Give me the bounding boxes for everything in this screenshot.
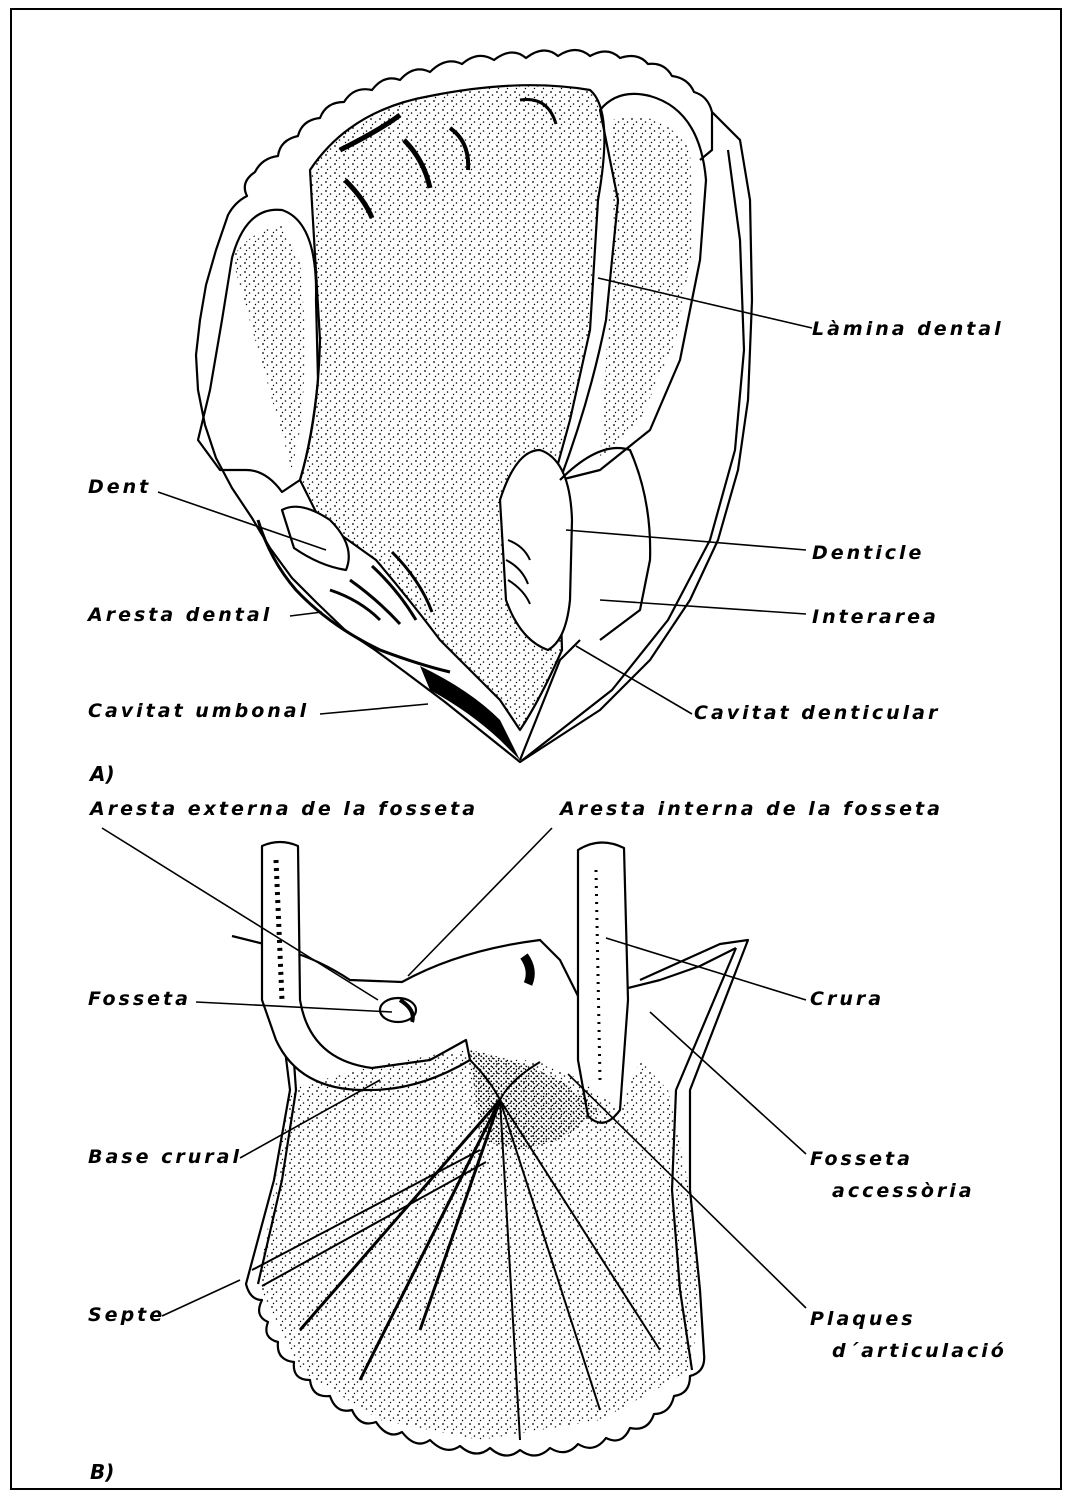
label-dent: Dent: [88, 478, 151, 497]
leader-cavitat-umbonal: [320, 704, 428, 714]
label-aresta-dental: Aresta dental: [88, 606, 272, 625]
leader-crura: [606, 938, 806, 1000]
leader-aresta-externa: [102, 828, 378, 1000]
label-plaques-line2: d´articulació: [832, 1342, 1007, 1361]
right-crus: [578, 842, 628, 1122]
label-aresta-externa: Aresta externa de la fosseta: [90, 800, 478, 819]
label-lamina-dental: Làmina dental: [812, 320, 1004, 339]
cardinal-plate: [286, 940, 736, 1000]
left-crus: [262, 842, 470, 1090]
label-interarea: Interarea: [812, 608, 939, 627]
label-fosseta: Fosseta: [88, 990, 191, 1009]
label-base-crural: Base crural: [88, 1148, 242, 1167]
panel-a-label: A): [90, 764, 115, 784]
label-fosseta-accessoria-line2: accessòria: [832, 1182, 975, 1201]
label-plaques-line1: Plaques: [810, 1310, 916, 1329]
label-aresta-interna: Aresta interna de la fosseta: [560, 800, 943, 819]
leader-denticle: [566, 530, 806, 550]
label-denticle: Denticle: [812, 544, 924, 563]
label-crura: Crura: [810, 990, 884, 1009]
label-septe: Septe: [88, 1306, 165, 1325]
panel-b-drawing: [232, 842, 748, 1456]
panel-b-label: B): [90, 1462, 114, 1482]
label-cavitat-umbonal: Cavitat umbonal: [88, 702, 309, 721]
label-cavitat-denticular: Cavitat denticular: [694, 704, 940, 723]
label-fosseta-accessoria-line1: Fosseta: [810, 1150, 913, 1169]
leader-septe: [162, 1280, 240, 1316]
leader-aresta-dental: [290, 612, 322, 616]
leader-interarea: [600, 600, 806, 614]
leader-aresta-interna: [408, 828, 552, 976]
panel-a-drawing: [196, 50, 752, 762]
